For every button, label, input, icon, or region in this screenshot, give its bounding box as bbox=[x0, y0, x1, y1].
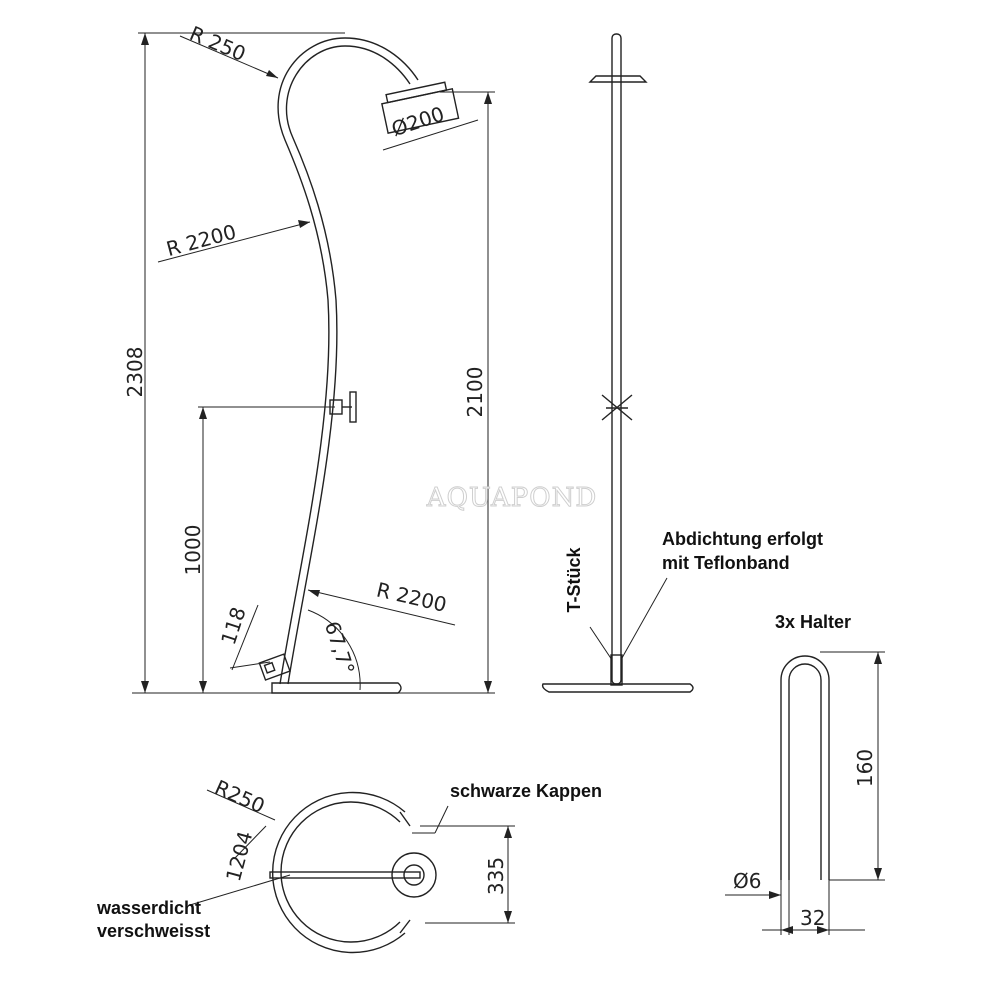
leader-t-piece bbox=[589, 626, 613, 661]
dim-base-offset-tick bbox=[229, 661, 271, 669]
shower-head bbox=[381, 81, 460, 134]
base-plate bbox=[271, 682, 402, 694]
top-cap-lower bbox=[399, 919, 411, 934]
label-head-diameter: Ø200 bbox=[388, 102, 447, 141]
pipe-inner bbox=[285, 45, 411, 685]
label-t-piece: T-Stück bbox=[564, 547, 584, 613]
label-radius-bottom: R 2200 bbox=[374, 577, 449, 616]
dim-head-height: 2100 bbox=[463, 367, 487, 418]
front-t-piece bbox=[610, 654, 623, 686]
top-head-inner bbox=[403, 864, 425, 886]
leader-top-length bbox=[234, 825, 267, 859]
front-base-plate bbox=[541, 683, 694, 693]
top-arm bbox=[269, 871, 421, 879]
leader-radius-mid bbox=[157, 221, 311, 263]
label-radius-mid: R 2200 bbox=[164, 219, 239, 261]
dim-top-offset: 335 bbox=[484, 857, 508, 895]
label-seal-line2: mit Teflonband bbox=[662, 553, 790, 573]
dim-valve-height: 1000 bbox=[181, 525, 205, 576]
label-seal-line1: Abdichtung erfolgt bbox=[662, 529, 823, 549]
dim-total-height: 2308 bbox=[123, 347, 147, 398]
top-view: R250 1204 335 schwarze Kappen wasserdich… bbox=[96, 775, 602, 954]
label-top-radius: R250 bbox=[211, 775, 268, 818]
bottom-connector bbox=[258, 653, 291, 681]
dim-holder-height: 160 bbox=[853, 749, 877, 787]
watermark-logo: AQUAPOND bbox=[426, 483, 597, 513]
front-pipe bbox=[611, 33, 622, 685]
label-weld-line2: verschweisst bbox=[97, 921, 210, 941]
leader-head-diameter bbox=[382, 119, 479, 151]
leader-seal bbox=[621, 577, 668, 659]
leader-caps bbox=[434, 805, 449, 834]
label-radius-top: R 250 bbox=[186, 21, 249, 66]
angle-arc bbox=[307, 609, 361, 691]
holder-title: 3x Halter bbox=[775, 612, 851, 632]
leader-radius-top bbox=[179, 35, 279, 79]
leader-top-radius bbox=[206, 789, 276, 821]
holder-inner bbox=[788, 663, 822, 880]
dim-holder-diameter: Ø6 bbox=[733, 869, 761, 893]
leader-weld bbox=[189, 874, 291, 906]
leader-radius-bottom bbox=[307, 589, 456, 626]
holder-outer bbox=[780, 655, 830, 880]
top-head-outer bbox=[391, 852, 437, 898]
label-angle: 67,7° bbox=[320, 618, 360, 677]
top-cap-upper bbox=[399, 811, 411, 827]
dim-base-offset: 118 bbox=[216, 604, 251, 648]
pipe-outer bbox=[277, 37, 419, 685]
front-valve-icon bbox=[601, 394, 633, 421]
holder-view: 3x Halter 160 Ø6 32 bbox=[725, 612, 885, 935]
dim-base-offset-line bbox=[231, 604, 259, 671]
dim-holder-width: 32 bbox=[800, 906, 825, 930]
side-view: 2308 2100 1000 118 R 250 Ø200 R 2200 R 2… bbox=[123, 21, 495, 694]
label-caps: schwarze Kappen bbox=[450, 781, 602, 801]
label-top-length: 1204 bbox=[221, 828, 257, 883]
front-shower-head bbox=[588, 75, 648, 83]
label-weld-line1: wasserdicht bbox=[96, 898, 201, 918]
front-view: T-Stück Abdichtung erfolgt mit Teflonban… bbox=[541, 33, 823, 693]
